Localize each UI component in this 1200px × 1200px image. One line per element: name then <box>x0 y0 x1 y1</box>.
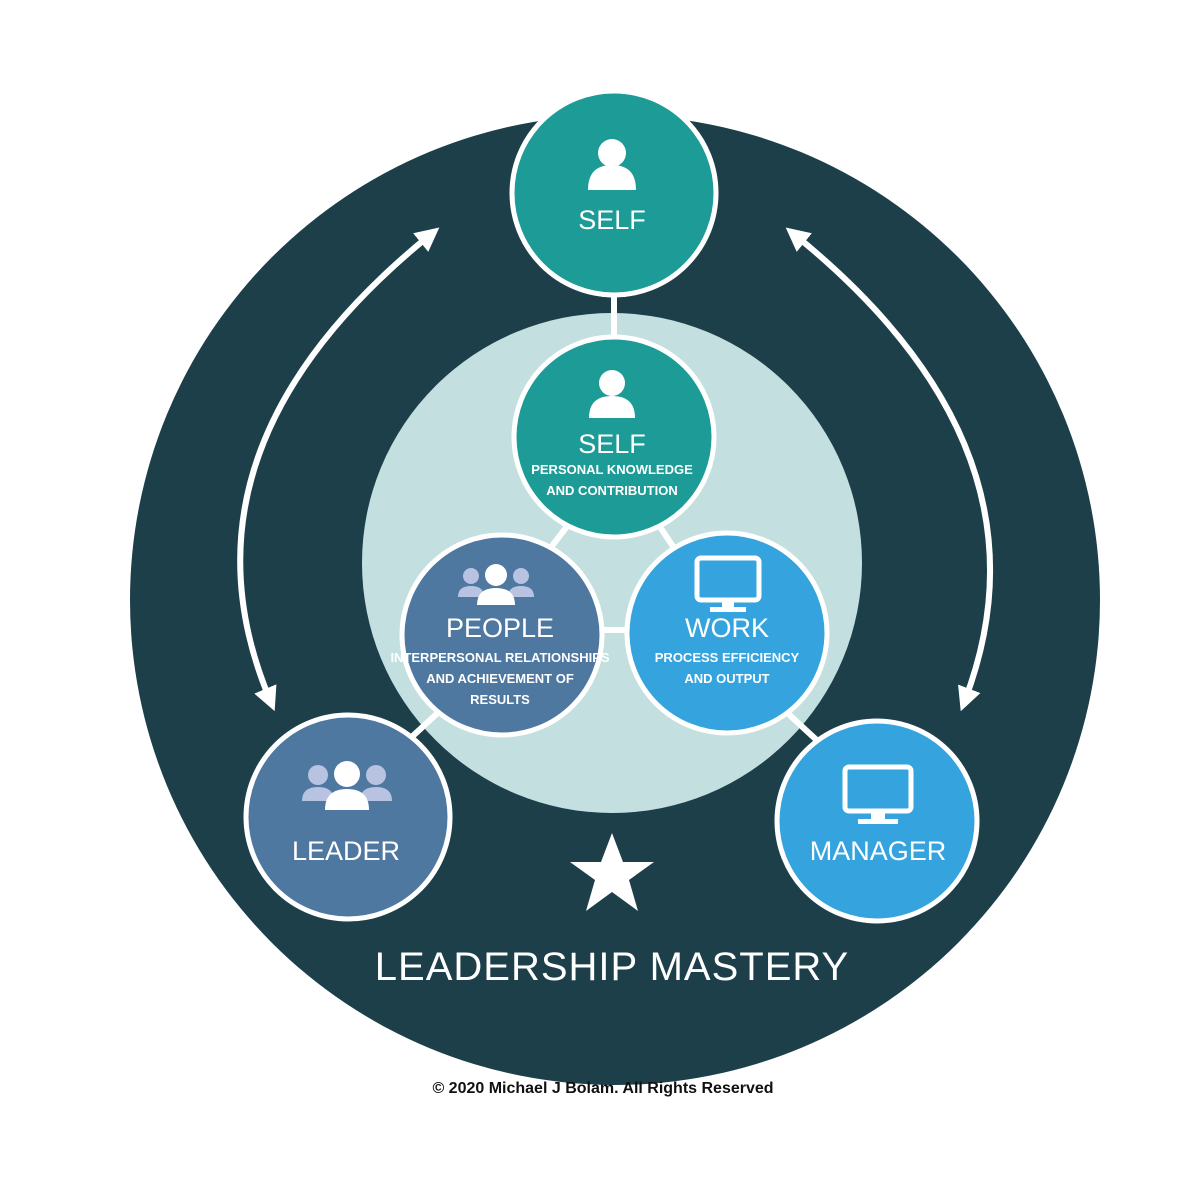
inner-self-title: SELF <box>578 429 646 459</box>
right-cycle-arrow <box>785 227 993 712</box>
work-node: WORK PROCESS EFFICIENCY AND OUTPUT <box>624 530 830 736</box>
leader-label: LEADER <box>292 836 400 866</box>
inner-self-subtitle-line1: PERSONAL KNOWLEDGE <box>531 462 693 477</box>
people-subtitle-line1: INTERPERSONAL RELATIONSHIPS <box>390 650 609 665</box>
copyright-footer: © 2020 Michael J Bolam. All Rights Reser… <box>432 1080 773 1097</box>
work-subtitle-line2: AND OUTPUT <box>684 671 769 686</box>
people-subtitle-line3: RESULTS <box>470 692 530 707</box>
people-subtitle-line2: AND ACHIEVEMENT OF <box>426 671 574 686</box>
people-node: PEOPLE INTERPERSONAL RELATIONSHIPS AND A… <box>390 532 610 738</box>
work-subtitle-line1: PROCESS EFFICIENCY <box>655 650 800 665</box>
people-group-icon <box>302 761 392 810</box>
person-icon <box>588 139 636 190</box>
monitor-icon <box>694 555 762 612</box>
manager-label: MANAGER <box>810 836 947 866</box>
star-icon <box>570 833 654 911</box>
people-group-icon <box>458 564 534 605</box>
people-title: PEOPLE <box>446 613 554 643</box>
work-title: WORK <box>685 613 769 643</box>
manager-node: MANAGER <box>774 718 980 924</box>
outer-self-node: SELF <box>509 88 719 298</box>
inner-self-node: SELF PERSONAL KNOWLEDGE AND CONTRIBUTION <box>511 334 717 540</box>
inner-self-subtitle-line2: AND CONTRIBUTION <box>546 483 677 498</box>
left-cycle-arrow <box>237 227 440 712</box>
outer-self-label: SELF <box>578 205 646 235</box>
monitor-icon <box>842 764 914 824</box>
leader-node: LEADER <box>243 712 453 922</box>
diagram-title: LEADERSHIP MASTERY <box>375 945 849 989</box>
person-icon <box>589 370 635 418</box>
